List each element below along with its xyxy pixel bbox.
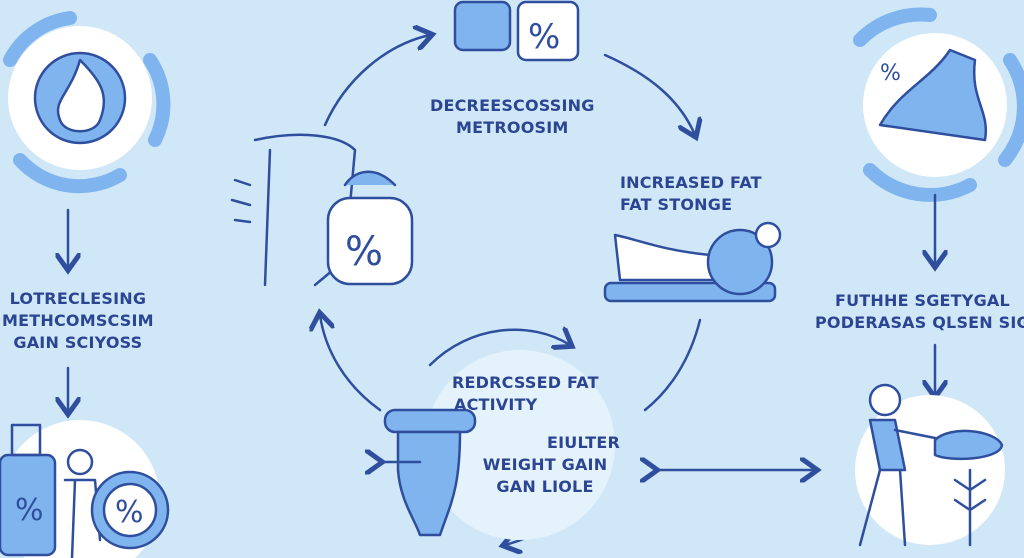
body-percent-icon: % bbox=[230, 133, 414, 287]
label-line: INCREASED FAT bbox=[620, 173, 762, 192]
svg-text:%: % bbox=[528, 17, 560, 57]
label-line: GAN LIOLE bbox=[496, 477, 594, 496]
digestive-organ-icon: % bbox=[853, 7, 1024, 202]
label-line: FUTHHE SGETYGAL bbox=[834, 291, 1010, 310]
svg-text:%: % bbox=[115, 495, 144, 530]
fire-cycle-icon bbox=[3, 11, 171, 194]
label-line: FAT STONGE bbox=[620, 195, 733, 214]
label-line: DECREESCOSSING bbox=[430, 96, 595, 115]
person-with-bottle-icon: % % bbox=[0, 420, 170, 558]
svg-text:%: % bbox=[15, 493, 44, 528]
funnel-icon bbox=[380, 350, 615, 540]
lying-person-icon bbox=[603, 221, 782, 303]
svg-text:%: % bbox=[345, 229, 383, 275]
label-left-middle: LOTRECLESING METHCOMSCSIM GAIN SCIYOSS bbox=[2, 288, 154, 354]
label-line: REDRCSSED FAT bbox=[452, 373, 599, 392]
label-line: METHCOMSCSIM bbox=[2, 311, 154, 330]
label-top-center: DECREESCOSSING METROOSIM bbox=[430, 95, 595, 139]
label-line: ACTIVITY bbox=[454, 395, 538, 414]
label-right-upper: INCREASED FAT FAT STONGE bbox=[620, 172, 762, 216]
percent-jar-icon: % bbox=[453, 0, 580, 62]
label-line: PODERASAS QLSEN SIG bbox=[815, 313, 1024, 332]
label-right-middle: FUTHHE SGETYGAL PODERASAS QLSEN SIG bbox=[815, 290, 1024, 334]
label-line: EIULTER bbox=[547, 433, 620, 452]
label-bottom-center-a: REDRCSSED FAT ACTIVITY bbox=[452, 372, 599, 416]
person-shoveling-icon bbox=[855, 383, 1005, 547]
label-bottom-center-b: EIULTER WEIGHT GAIN GAN LIOLE bbox=[470, 432, 620, 498]
label-line: WEIGHT GAIN bbox=[482, 455, 608, 474]
label-line: METROOSIM bbox=[456, 118, 569, 137]
svg-text:%: % bbox=[880, 61, 901, 86]
label-line: GAIN SCIYOSS bbox=[13, 333, 143, 352]
label-line: LOTRECLESING bbox=[9, 289, 147, 308]
